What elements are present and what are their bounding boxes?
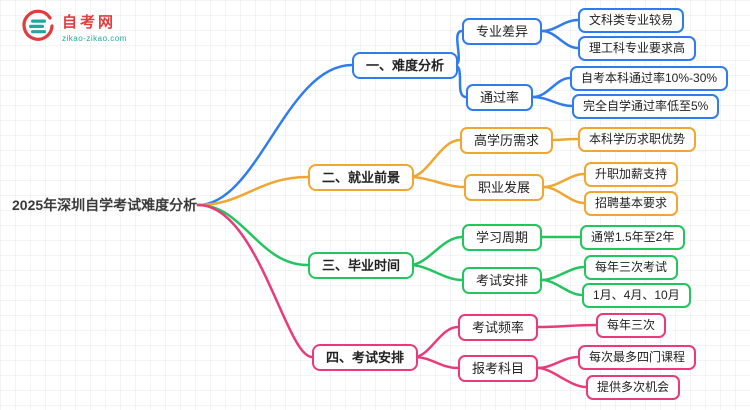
sub-node-subjects: 报考科目	[458, 355, 539, 382]
connector-c11-l2	[540, 29, 580, 50]
leaf-node: 招聘基本要求	[584, 191, 679, 216]
connector-c42-l2	[536, 366, 588, 389]
leaf-node: 理工科专业要求高	[578, 36, 697, 61]
leaf-node: 每次最多四门课程	[578, 345, 697, 370]
sub-node-degree-demand: 高学历需求	[460, 127, 554, 154]
sub-node-study-cycle: 学习周期	[462, 224, 543, 251]
sub-node-exam-frequency: 考试频率	[458, 314, 539, 341]
leaf-node: 每年三次	[596, 313, 667, 338]
connector-c21-l1	[551, 137, 580, 142]
connector-root-branch4	[196, 203, 314, 359]
branch-node-graduation: 三、毕业时间	[308, 252, 415, 279]
leaf-node: 每年三次考试	[584, 255, 679, 280]
sub-node-career-dev: 职业发展	[464, 174, 545, 201]
branch-node-employment: 二、就业前景	[308, 164, 415, 191]
connector-b2-c1	[408, 138, 462, 179]
leaf-node: 本科学历求职优势	[578, 127, 697, 152]
leaf-node: 提供多次机会	[586, 375, 681, 400]
sub-node-pass-rate: 通过率	[466, 84, 534, 111]
connector-root-branch2	[196, 175, 310, 207]
connector-c42-l1	[536, 355, 580, 370]
connector-root-branch3	[196, 203, 310, 267]
connector-c41-l1	[536, 323, 598, 329]
leaf-node: 完全自学通过率低至5%	[572, 94, 720, 119]
logo-text: 自考网 zikao-zikao.com	[62, 11, 127, 43]
connector-c22-l2	[542, 185, 586, 205]
connector-b4-c2	[412, 355, 460, 370]
sub-node-exam-schedule: 考试安排	[462, 267, 543, 294]
site-url: zikao-zikao.com	[62, 34, 127, 43]
leaf-node: 1月、4月、10月	[582, 283, 691, 308]
site-name: 自考网	[62, 14, 117, 31]
leaf-node: 自考本科通过率10%-30%	[570, 66, 729, 91]
connector-b3-c1	[408, 235, 464, 267]
logo-icon	[22, 9, 54, 41]
connector-c22-l1	[542, 172, 586, 189]
connector-c32-l1	[540, 265, 586, 282]
leaf-node: 通常1.5年至2年	[580, 225, 686, 250]
leaf-node: 升职加薪支持	[584, 162, 679, 187]
site-logo: 自考网 zikao-zikao.com	[20, 8, 127, 44]
connector-c11-l1	[540, 18, 580, 33]
connector-c12-l2	[531, 95, 574, 108]
connector-c12-l1	[531, 76, 572, 99]
sub-node-major-difference: 专业差异	[462, 18, 543, 45]
mindmap-root: 2025年深圳自学考试难度分析	[12, 197, 198, 213]
connector-b4-c1	[412, 325, 460, 359]
branch-node-exam-plan: 四、考试安排	[312, 344, 419, 371]
branch-node-difficulty: 一、难度分析	[352, 52, 459, 79]
connector-b2-c2	[408, 175, 466, 189]
leaf-node: 文科类专业较易	[578, 8, 685, 33]
connector-c32-l2	[540, 278, 584, 297]
connector-b3-c2	[408, 263, 464, 282]
